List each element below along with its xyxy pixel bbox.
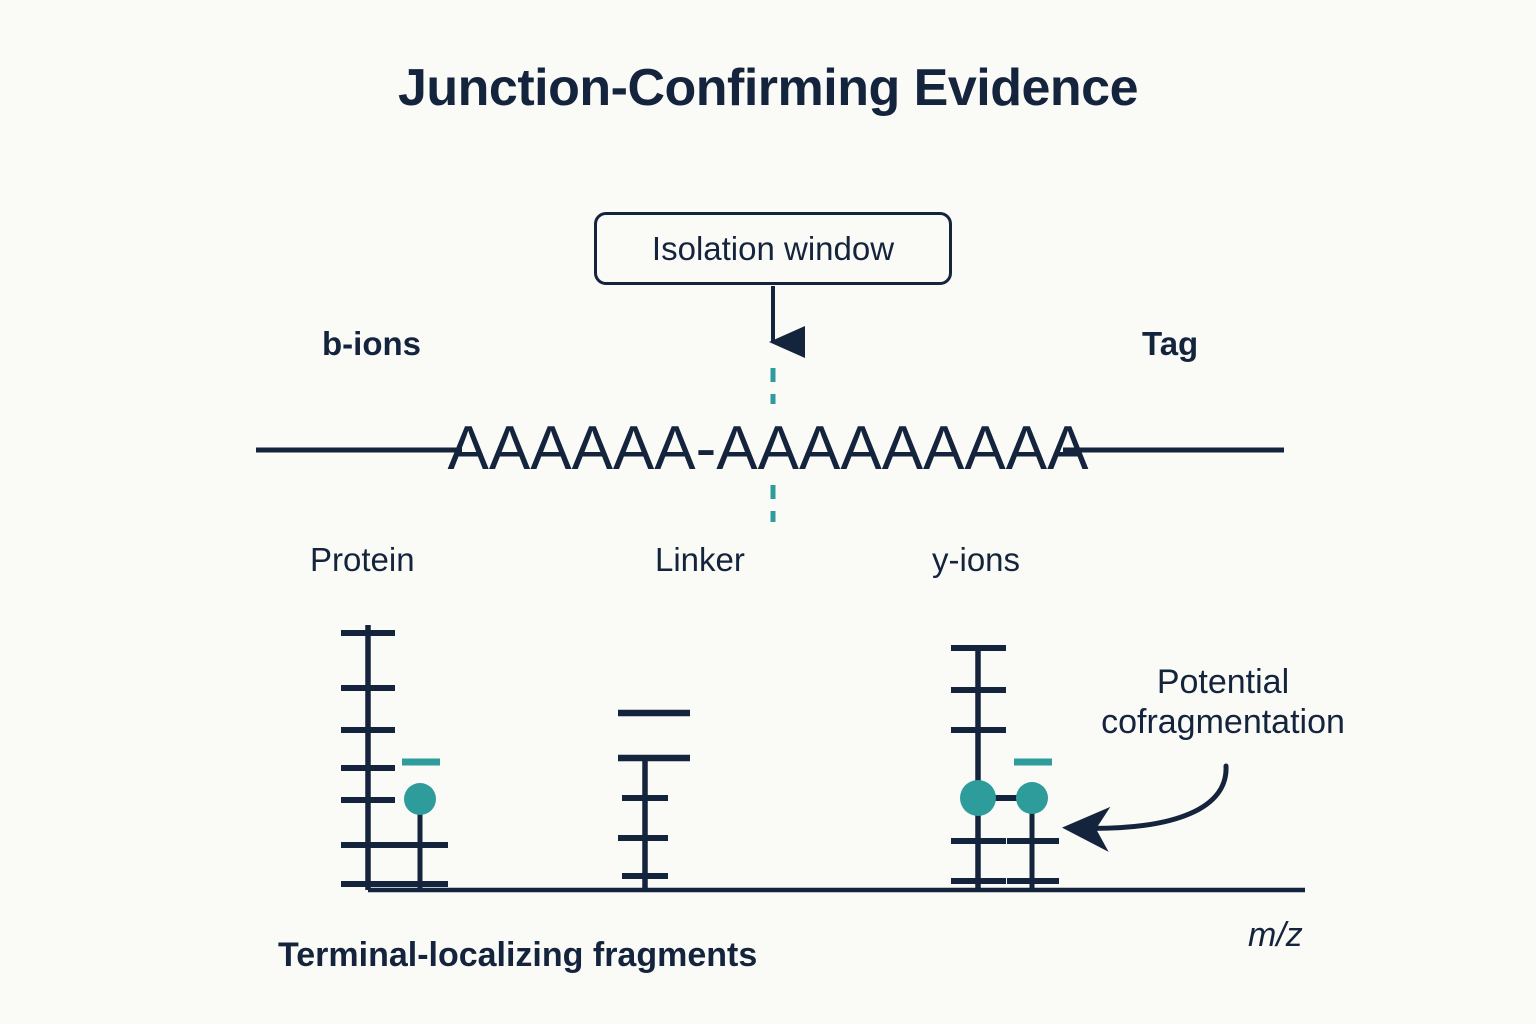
protein-label: Protein: [310, 541, 415, 578]
page-title: Junction-Confirming Evidence: [397, 59, 1139, 117]
yion-ladder-peak: [951, 645, 1006, 890]
cofragmentation-line-2: cofragmentation: [1101, 703, 1345, 742]
protein-ladder-peak: [341, 625, 395, 890]
b-ions-label: b-ions: [322, 325, 421, 362]
isolation-window-box[interactable]: [594, 212, 952, 285]
cofragment-markers: [960, 780, 1048, 816]
linker-label: Linker: [655, 541, 745, 578]
isolation-window-label: Isolation window: [651, 230, 895, 267]
tag-label: Tag: [1142, 325, 1199, 362]
spectrum-caption: Terminal-localizing fragments: [278, 936, 758, 974]
yion-cofragment-peak: [1007, 758, 1059, 890]
linker-peak: [618, 754, 690, 890]
cofragmentation-arrow: [1062, 763, 1229, 852]
y-ions-label: y-ions: [932, 541, 1021, 578]
protein-marked-peak: [394, 758, 448, 890]
cofragmentation-line-1: Potential: [1156, 663, 1290, 701]
x-axis-label: m/z: [1248, 916, 1303, 954]
peptide-sequence: AAAAAA-AAAAAAAAA: [447, 414, 1089, 483]
